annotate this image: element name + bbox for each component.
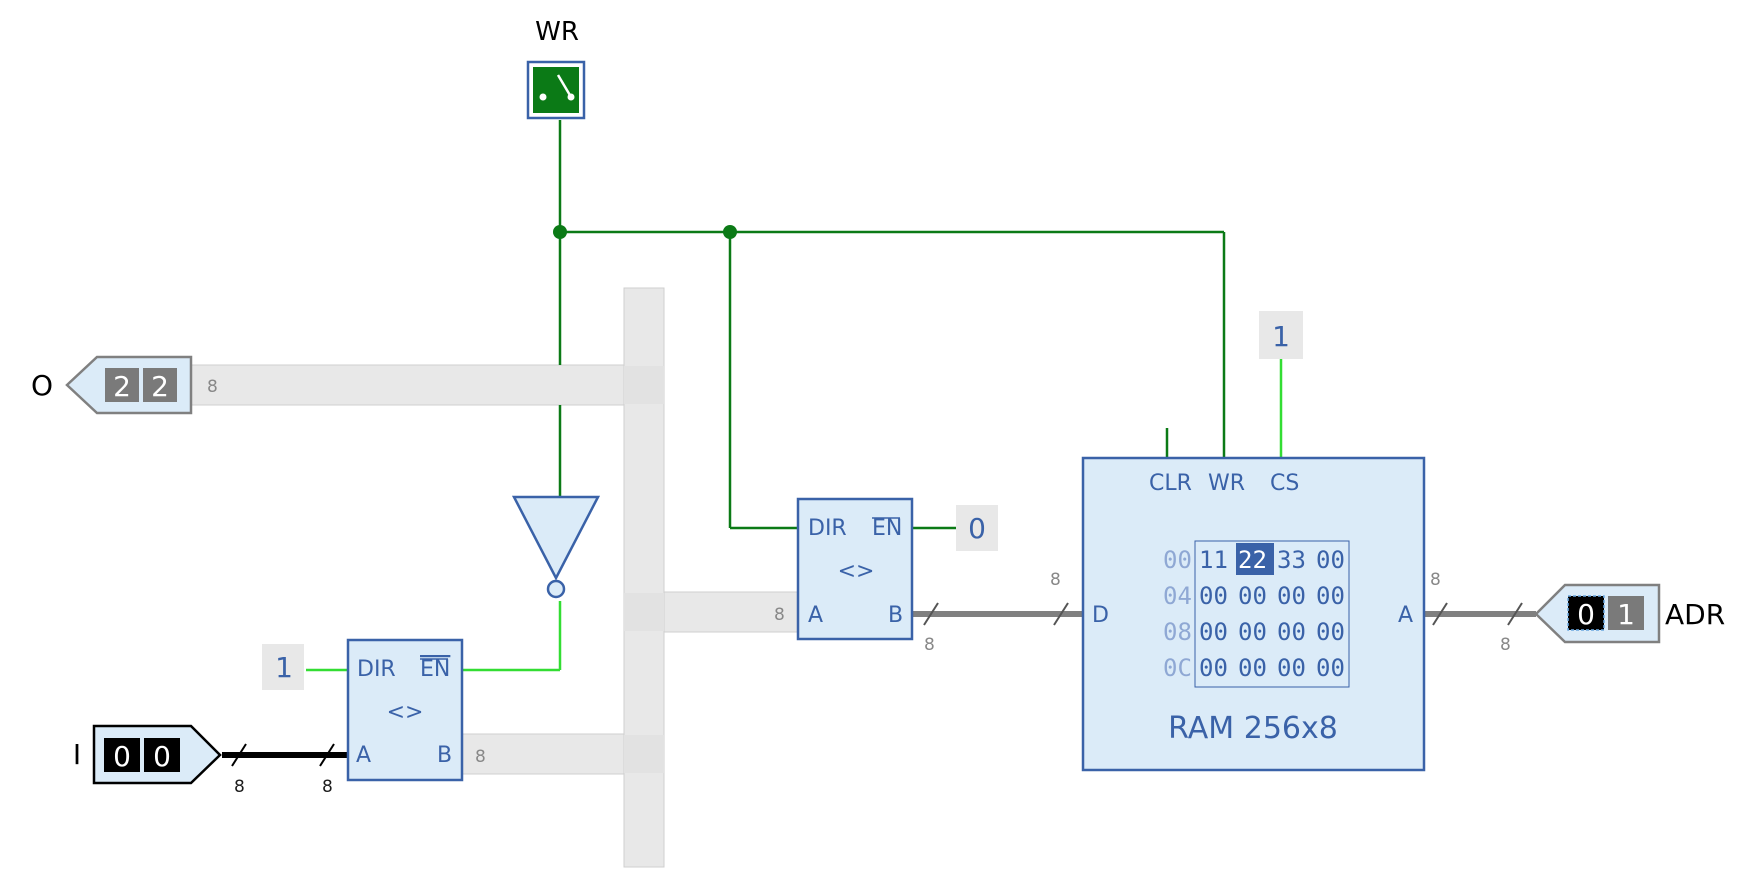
bus-width-label-i-b: 8 bbox=[322, 777, 333, 797]
ram-cell: 00 bbox=[1199, 582, 1228, 610]
ram-cell: 00 bbox=[1277, 618, 1306, 646]
ram-row-address: 08 bbox=[1163, 618, 1192, 646]
output-o-digit-1: 2 bbox=[151, 370, 169, 403]
ram-cell-selected: 22 bbox=[1238, 546, 1267, 574]
bus-width-label-ram-d: 8 bbox=[1050, 570, 1061, 590]
bus-width-label-adr-b: 8 bbox=[1500, 635, 1511, 655]
ram-cell: 00 bbox=[1316, 582, 1345, 610]
bus-width-label-o: 8 bbox=[207, 377, 218, 397]
constant-right-en: 0 bbox=[956, 505, 998, 551]
ram-256x8: CLR WR CS D A 00 04 08 0C 11 22 33 00 00… bbox=[1081, 456, 1426, 772]
ram-address-column: 00 04 08 0C bbox=[1163, 546, 1192, 682]
input-adr-label: ADR bbox=[1665, 598, 1725, 631]
bus-width-label-right-b: 8 bbox=[924, 635, 935, 655]
active-wires bbox=[306, 359, 1283, 672]
transceiver-right-symbol: <> bbox=[838, 559, 875, 584]
transceiver-left-en-pin: EN bbox=[420, 657, 450, 682]
ram-cs-pin: CS bbox=[1270, 471, 1299, 496]
transceiver-right-b-pin: B bbox=[888, 603, 903, 628]
output-o: 2 2 bbox=[65, 355, 193, 415]
data-bus bbox=[189, 287, 799, 868]
ram-cell: 00 bbox=[1277, 654, 1306, 682]
output-o-label: O bbox=[31, 369, 53, 402]
output-o-digit-0: 2 bbox=[113, 370, 131, 403]
constant-ram-cs-value: 1 bbox=[1272, 320, 1290, 353]
constant-ram-cs: 1 bbox=[1259, 311, 1303, 359]
transceiver-right-dir-pin: DIR bbox=[808, 516, 847, 541]
ram-cell: 00 bbox=[1199, 618, 1228, 646]
bus-width-label-i-a: 8 bbox=[234, 777, 245, 797]
input-adr-digit-1[interactable]: 1 bbox=[1617, 598, 1635, 631]
ram-cell: 00 bbox=[1199, 654, 1228, 682]
transceiver-right: DIR EN <> A B bbox=[796, 497, 914, 641]
ram-title: RAM 256x8 bbox=[1168, 711, 1338, 746]
transceiver-left-a-pin: A bbox=[356, 743, 371, 768]
ram-row-address: 04 bbox=[1163, 582, 1192, 610]
ram-cell: 00 bbox=[1277, 582, 1306, 610]
input-adr-digit-0[interactable]: 0 bbox=[1577, 598, 1595, 631]
ram-row-address: 0C bbox=[1163, 654, 1192, 682]
bus-wires bbox=[222, 602, 1536, 767]
ram-d-pin: D bbox=[1092, 603, 1109, 628]
input-i[interactable]: 0 0 bbox=[92, 724, 222, 785]
ram-cell: 33 bbox=[1277, 546, 1306, 574]
ram-cell: 00 bbox=[1316, 618, 1345, 646]
ram-selected-cell-highlight bbox=[1236, 543, 1274, 575]
wire-junction bbox=[723, 225, 737, 239]
transceiver-left-dir-pin: DIR bbox=[357, 657, 396, 682]
ram-cell: 00 bbox=[1316, 654, 1345, 682]
bus-width-label-adr-a: 8 bbox=[1430, 570, 1441, 590]
transceiver-left-symbol: <> bbox=[387, 700, 424, 725]
wire-junction bbox=[553, 225, 567, 239]
ram-cells: 11 22 33 00 00 00 00 00 00 00 00 00 00 0… bbox=[1199, 546, 1345, 682]
constant-right-en-value: 0 bbox=[968, 512, 986, 545]
transceiver-left-b-pin: B bbox=[437, 743, 452, 768]
transceiver-right-en-pin: EN bbox=[872, 516, 902, 541]
ram-cell: 00 bbox=[1238, 618, 1267, 646]
input-adr[interactable]: 0 1 bbox=[1534, 583, 1661, 644]
ram-cell: 11 bbox=[1199, 546, 1228, 574]
wr-net-wires bbox=[558, 120, 1226, 530]
constant-left-dir-value: 1 bbox=[275, 651, 293, 684]
wr-switch-label: WR bbox=[535, 17, 579, 47]
input-i-label: I bbox=[73, 738, 81, 771]
ram-clr-pin: CLR bbox=[1149, 471, 1192, 496]
ram-cell: 00 bbox=[1238, 654, 1267, 682]
ram-row-address: 00 bbox=[1163, 546, 1192, 574]
ram-cell: 00 bbox=[1238, 582, 1267, 610]
transceiver-left: DIR EN <> A B bbox=[346, 638, 464, 782]
input-i-digit-1[interactable]: 0 bbox=[153, 740, 171, 773]
ram-wr-pin: WR bbox=[1208, 471, 1245, 496]
not-gate bbox=[511, 495, 601, 599]
bus-width-label-right-a: 8 bbox=[774, 605, 785, 625]
bus-width-label-left-b: 8 bbox=[475, 747, 486, 767]
wr-switch[interactable] bbox=[526, 60, 586, 120]
input-i-digit-0[interactable]: 0 bbox=[113, 740, 131, 773]
ram-cell: 00 bbox=[1316, 546, 1345, 574]
ram-a-pin: A bbox=[1398, 603, 1413, 628]
transceiver-right-a-pin: A bbox=[808, 603, 823, 628]
constant-left-dir: 1 bbox=[262, 644, 304, 690]
